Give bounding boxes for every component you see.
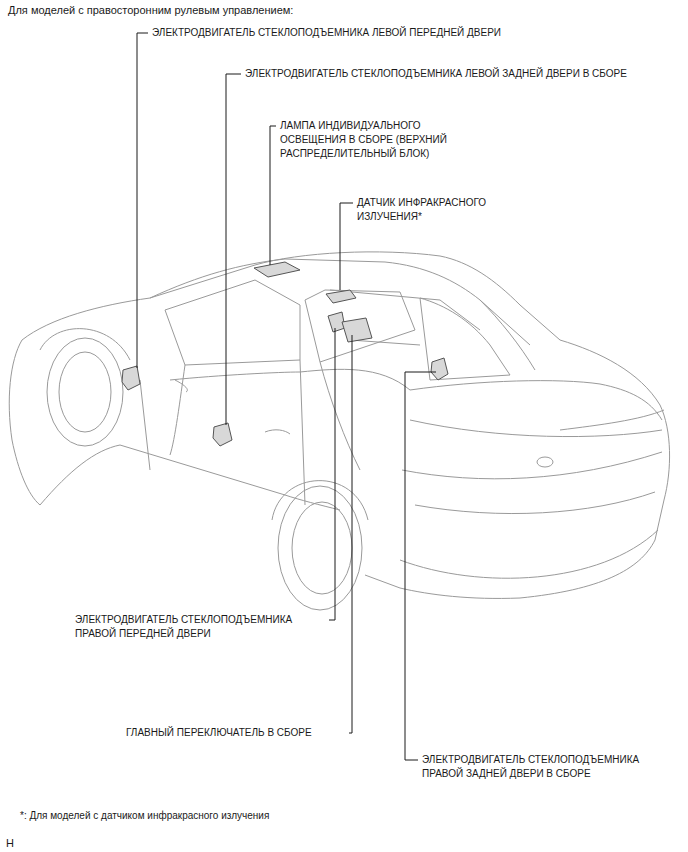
diagram-title: Для моделей с правосторонним рулевым упр…	[8, 3, 293, 17]
page-mark: H	[6, 836, 14, 850]
part-label: ЛАМПА ИНДИВИДУАЛЬНОГО ОСВЕЩЕНИЯ В СБОРЕ …	[280, 119, 470, 161]
part-label: ЭЛЕКТРОДВИГАТЕЛЬ СТЕКЛОПОДЪЕМНИКА ПРАВОЙ…	[75, 613, 327, 641]
part-label: ДАТЧИК ИНФРАКРАСНОГО ИЗЛУЧЕНИЯ*	[357, 196, 517, 224]
part-label: ЭЛЕКТРОДВИГАТЕЛЬ СТЕКЛОПОДЪЕМНИКА ЛЕВОЙ …	[245, 67, 681, 81]
part-label: ЭЛЕКТРОДВИГАТЕЛЬ СТЕКЛОПОДЪЕМНИКА ЛЕВОЙ …	[152, 26, 632, 40]
part-label: ГЛАВНЫЙ ПЕРЕКЛЮЧАТЕЛЬ В СБОРЕ	[126, 726, 346, 740]
footnote: *: Для моделей с датчиком инфракрасного …	[20, 809, 580, 823]
part-label: ЭЛЕКТРОДВИГАТЕЛЬ СТЕКЛОПОДЪЕМНИКА ПРАВОЙ…	[422, 753, 680, 781]
